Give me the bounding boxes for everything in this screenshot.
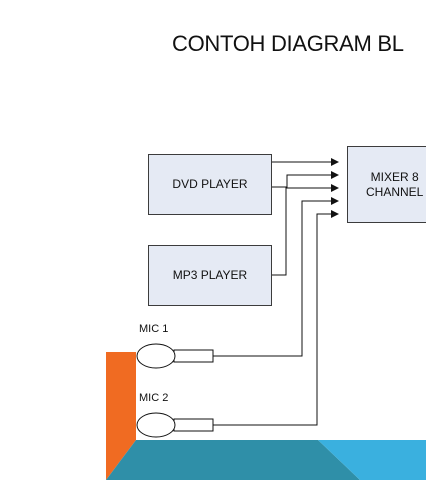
mic1-connector: [213, 197, 339, 357]
mp3-player-block: MP3 PLAYER: [148, 245, 272, 306]
dvd-player-block: DVD PLAYER: [148, 154, 272, 215]
mic2-label: MIC 2: [139, 392, 169, 404]
mic1-label: MIC 1: [139, 323, 169, 335]
mixer-label-line2: CHANNEL: [366, 184, 424, 199]
mic2-icon: [136, 412, 214, 438]
mixer-block: MIXER 8 CHANNEL: [347, 146, 426, 223]
mic1-icon: [136, 343, 214, 369]
orange-bar: [106, 352, 136, 480]
mp3-player-label: MP3 PLAYER: [172, 268, 248, 282]
teal-band: [106, 440, 360, 480]
dvd-player-label: DVD PLAYER: [172, 177, 248, 191]
dvd-connector-2: [271, 171, 339, 188]
connections: [213, 158, 339, 426]
page-title: CONTOH DIAGRAM BL: [172, 31, 404, 56]
mp3-connector: [271, 184, 339, 276]
blue-band: [318, 440, 426, 480]
mic2-connector: [213, 210, 339, 426]
mixer-label-line1: MIXER 8: [370, 169, 419, 184]
